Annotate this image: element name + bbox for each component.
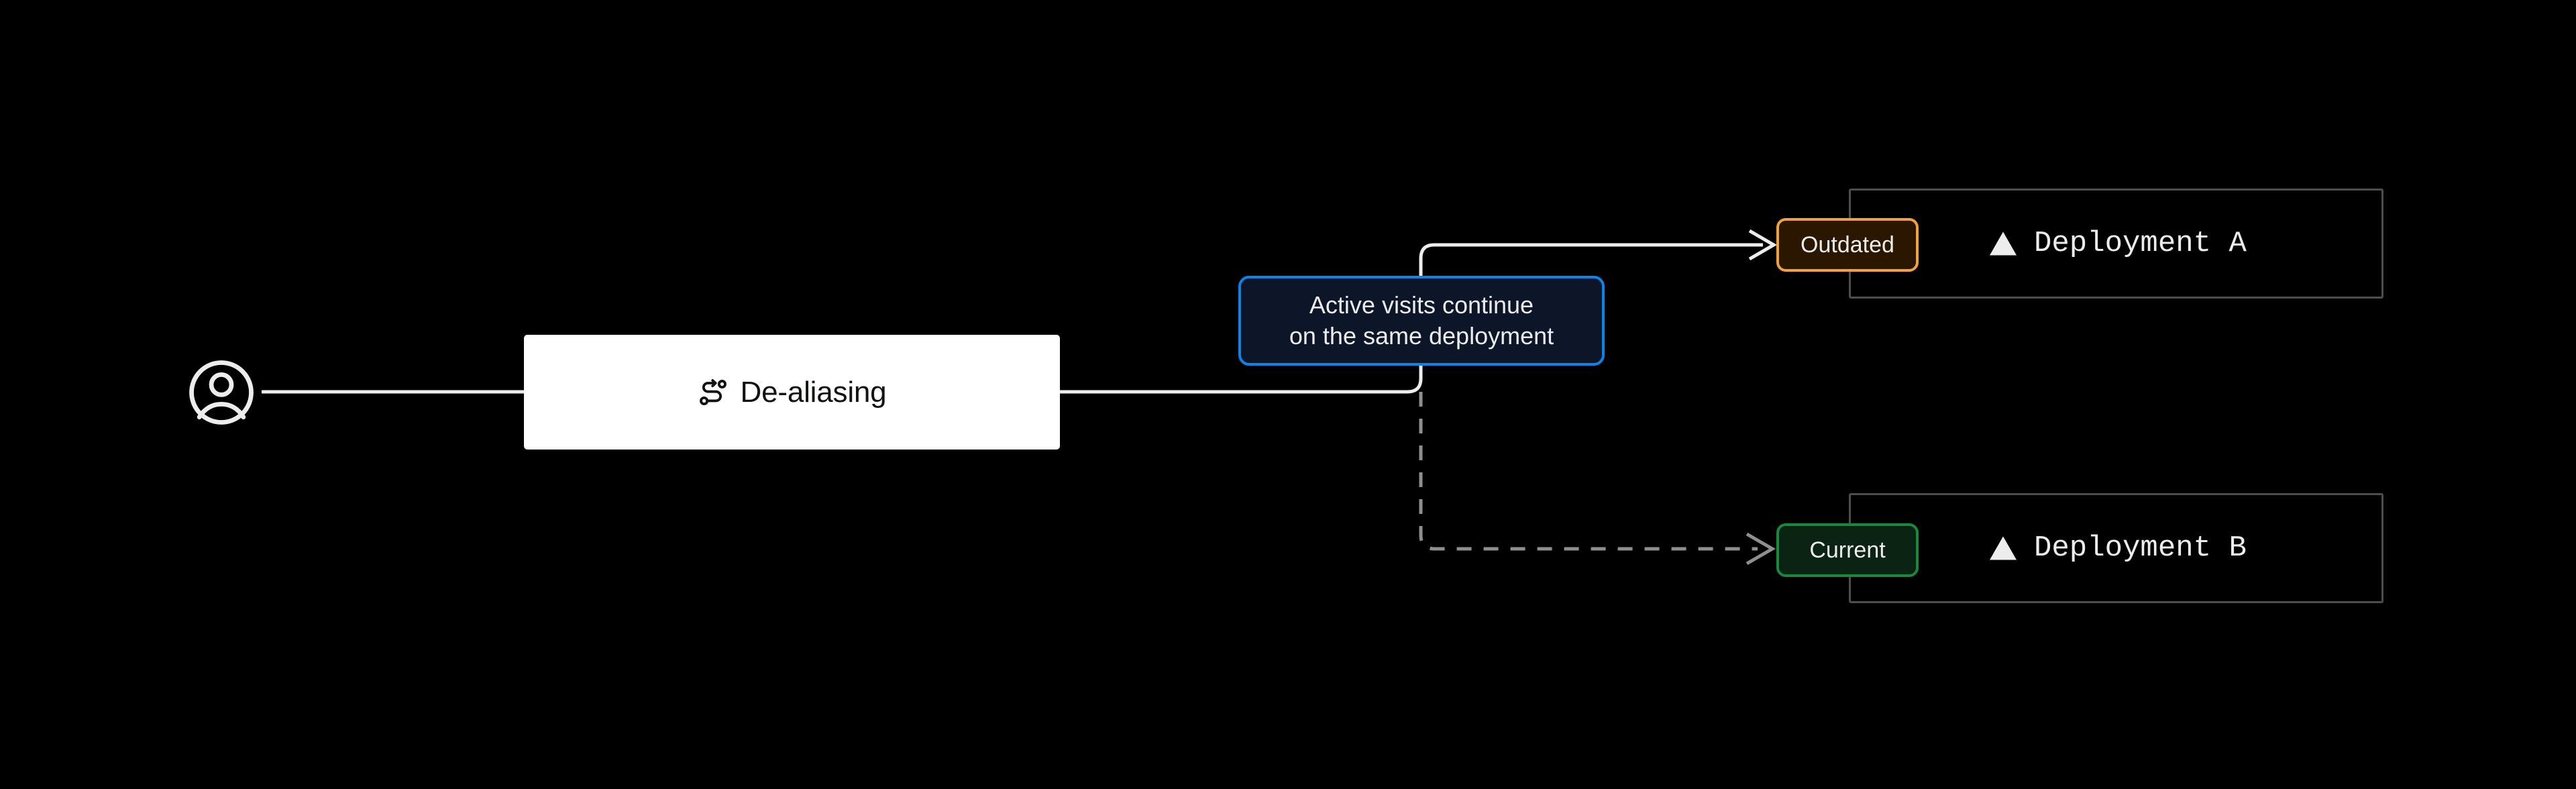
edge-dealiasing-to-current [1419,392,1758,551]
deployment-a-name: Deployment A [2034,227,2247,260]
deployment-b-content: Deployment B [1990,531,2247,565]
route-icon [699,378,727,405]
tooltip-line-1: Active visits continue [1309,291,1534,319]
vercel-triangle-icon [1990,231,2017,256]
deployment-b-name: Deployment B [2034,531,2247,565]
status-badge-current: Current [1776,523,1919,577]
status-badge-outdated: Outdated [1776,218,1919,272]
dealiasing-label: De-aliasing [740,375,887,409]
tooltip-line-2: on the same deployment [1289,322,1554,350]
node-dealiasing[interactable]: De-aliasing [524,335,1060,450]
deployment-card-a[interactable]: Deployment A [1849,189,2383,299]
deployment-a-content: Deployment A [1990,227,2247,260]
tooltip-active-visits: Active visits continue on the same deplo… [1238,276,1605,366]
arrowhead-current [1746,532,1776,566]
deployment-card-b[interactable]: Deployment B [1849,493,2383,603]
arrowhead-outdated [1748,229,1777,261]
vercel-triangle-icon [1990,536,2017,560]
user-node [182,354,260,431]
user-circle-icon [189,360,254,425]
